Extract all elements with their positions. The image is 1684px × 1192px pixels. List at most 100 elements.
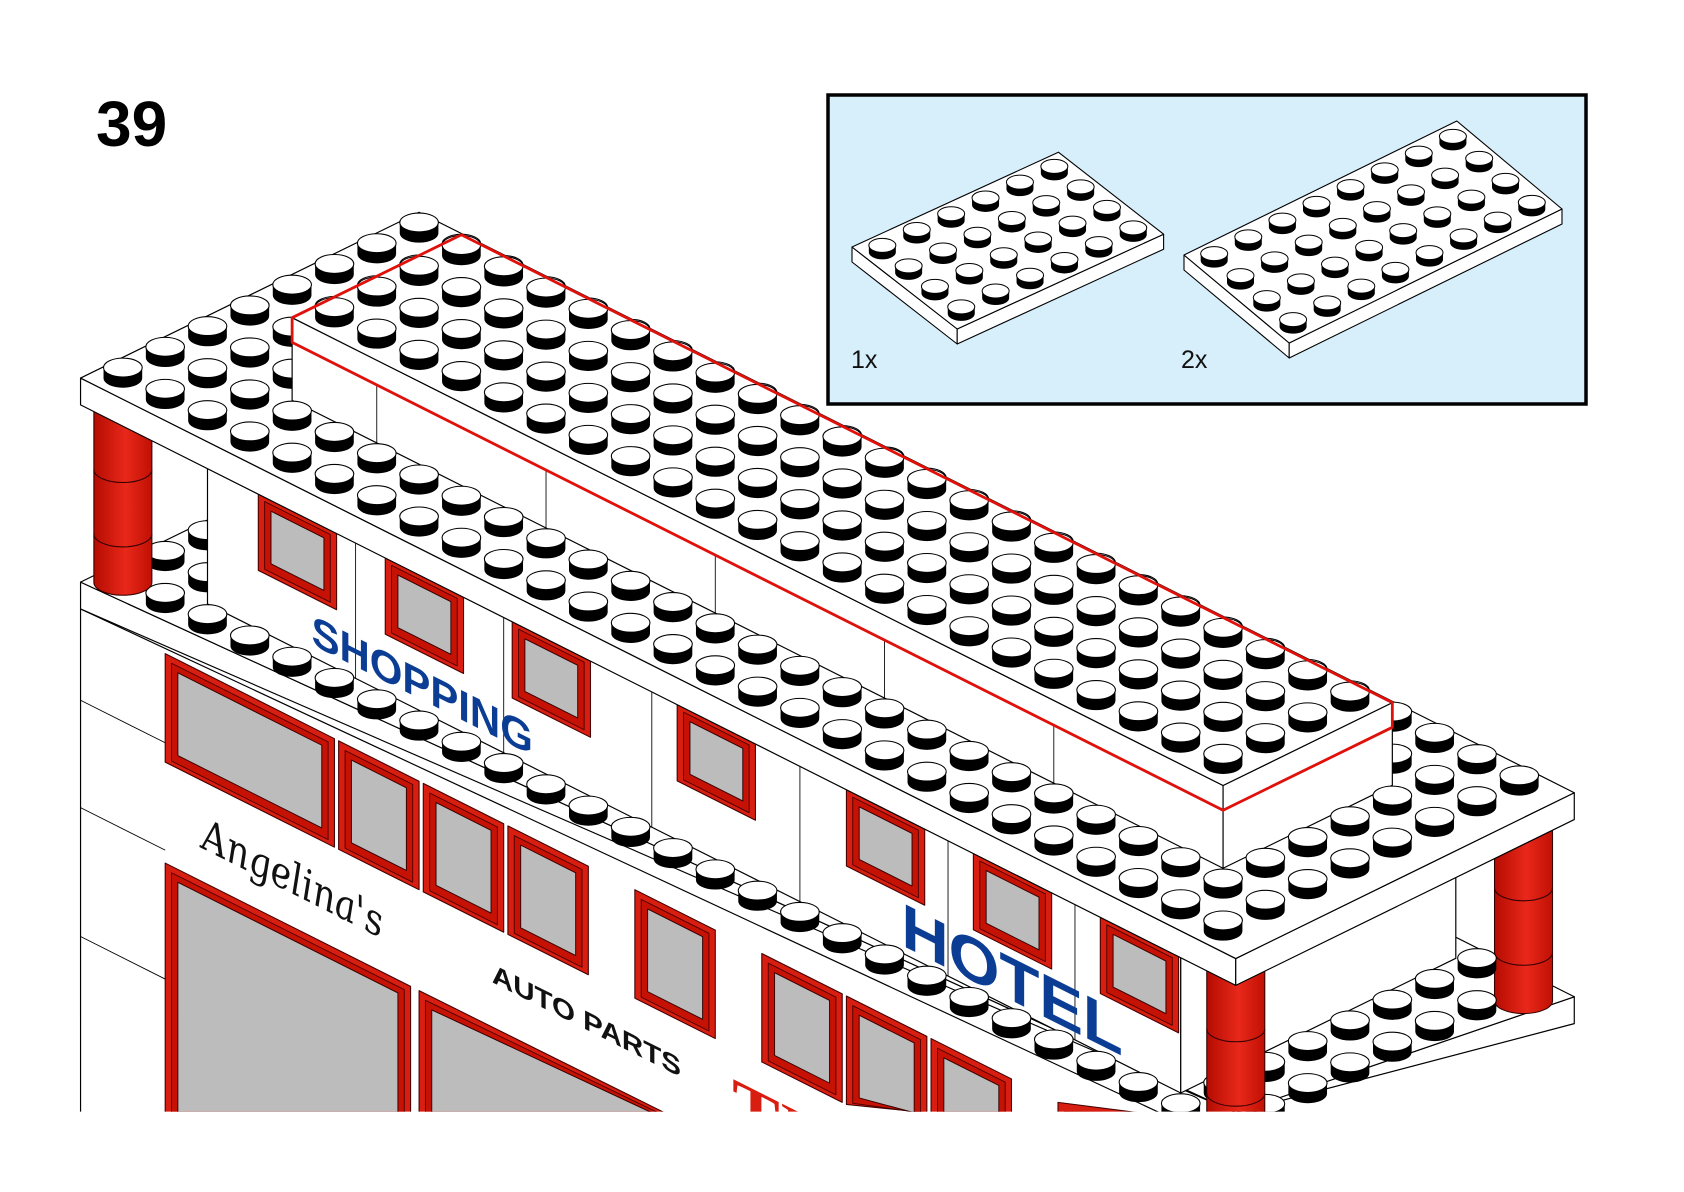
- stud-top: [1330, 806, 1370, 827]
- window-glass: [858, 806, 913, 887]
- stud-top: [949, 782, 990, 803]
- stud: [963, 226, 992, 249]
- stud: [695, 655, 736, 686]
- stud-top: [526, 277, 566, 298]
- stud: [1330, 1052, 1370, 1083]
- stud-top: [1160, 722, 1201, 743]
- stud-top: [1203, 659, 1243, 680]
- stud-top: [272, 442, 312, 463]
- stud-top: [1119, 220, 1148, 236]
- stud-top: [272, 400, 312, 421]
- stud: [737, 676, 778, 707]
- stud-top: [441, 235, 482, 256]
- stud-top: [399, 255, 439, 276]
- stud-top: [737, 880, 778, 901]
- stud: [1118, 659, 1159, 690]
- stud-top: [906, 510, 947, 531]
- window: [845, 995, 928, 1112]
- stud-top: [610, 446, 651, 467]
- stud-top: [1076, 680, 1116, 700]
- stud-top: [906, 761, 947, 782]
- stud-top: [483, 298, 524, 319]
- stud: [1252, 290, 1281, 312]
- stud: [864, 531, 905, 562]
- stud-top: [1414, 1010, 1455, 1031]
- window-glass: [431, 1009, 651, 1112]
- stud-top: [1203, 701, 1243, 722]
- window: [634, 889, 716, 1040]
- stud-top: [568, 340, 609, 361]
- stud-top: [991, 804, 1032, 825]
- stud: [526, 403, 566, 434]
- stud: [1330, 1010, 1370, 1041]
- stud: [822, 510, 863, 541]
- stud-top: [1355, 239, 1384, 255]
- stud: [1355, 239, 1384, 262]
- stud: [1404, 145, 1433, 168]
- window-glass: [270, 510, 325, 591]
- stud: [1033, 1029, 1074, 1060]
- stud-top: [991, 762, 1032, 783]
- stud-top: [1033, 783, 1074, 804]
- stud-top: [822, 923, 863, 944]
- stud-top: [864, 447, 905, 468]
- stud: [1005, 174, 1034, 197]
- stud-top: [568, 795, 609, 816]
- stud: [1076, 554, 1116, 585]
- stud-top: [1313, 295, 1342, 311]
- stud-top: [1226, 268, 1255, 284]
- stud: [1499, 765, 1540, 796]
- stud-top: [963, 226, 992, 242]
- stud-top: [695, 655, 736, 676]
- stud: [483, 340, 524, 371]
- stud-top: [1438, 128, 1467, 144]
- stud-top: [1414, 806, 1455, 827]
- stud: [1321, 256, 1349, 279]
- stud: [1294, 234, 1323, 257]
- stud-top: [399, 212, 439, 233]
- stud-top: [695, 404, 736, 425]
- stud-top: [1005, 174, 1034, 190]
- stud: [695, 488, 736, 519]
- stud: [653, 592, 693, 623]
- stud-top: [822, 719, 863, 740]
- stud-top: [1033, 616, 1074, 637]
- stud-top: [1302, 195, 1331, 211]
- stud: [229, 421, 270, 452]
- stud: [929, 242, 958, 265]
- stud-top: [1449, 228, 1478, 244]
- stud-top: [229, 295, 270, 316]
- stud: [1347, 278, 1376, 301]
- stud-top: [441, 527, 482, 548]
- stud: [1414, 1010, 1455, 1042]
- stud-top: [1032, 195, 1061, 211]
- stud: [1040, 158, 1069, 181]
- roof-studs-front: [229, 400, 1455, 941]
- stud: [1260, 251, 1289, 273]
- stud: [568, 549, 609, 580]
- window-glass: [524, 638, 579, 719]
- stud: [864, 573, 905, 604]
- stud: [737, 634, 778, 665]
- stud-top: [653, 341, 693, 362]
- stud-top: [1234, 229, 1263, 245]
- stud: [780, 447, 820, 478]
- stud-top: [1483, 211, 1512, 227]
- stud: [356, 318, 397, 349]
- stud-top: [314, 253, 355, 274]
- stud: [780, 901, 820, 933]
- stud: [949, 986, 990, 1018]
- column-segment-line: [93, 469, 153, 483]
- stud: [653, 467, 693, 498]
- stud-top: [955, 263, 984, 279]
- stud: [610, 362, 651, 393]
- stud-top: [1160, 889, 1201, 910]
- stud-top: [906, 468, 947, 489]
- stud-top: [145, 336, 186, 357]
- stud-top: [1203, 743, 1243, 764]
- stud: [991, 511, 1032, 542]
- stud-top: [1033, 658, 1074, 679]
- stud: [1084, 236, 1113, 258]
- stud-top: [1287, 827, 1328, 848]
- stud-top: [1414, 722, 1455, 743]
